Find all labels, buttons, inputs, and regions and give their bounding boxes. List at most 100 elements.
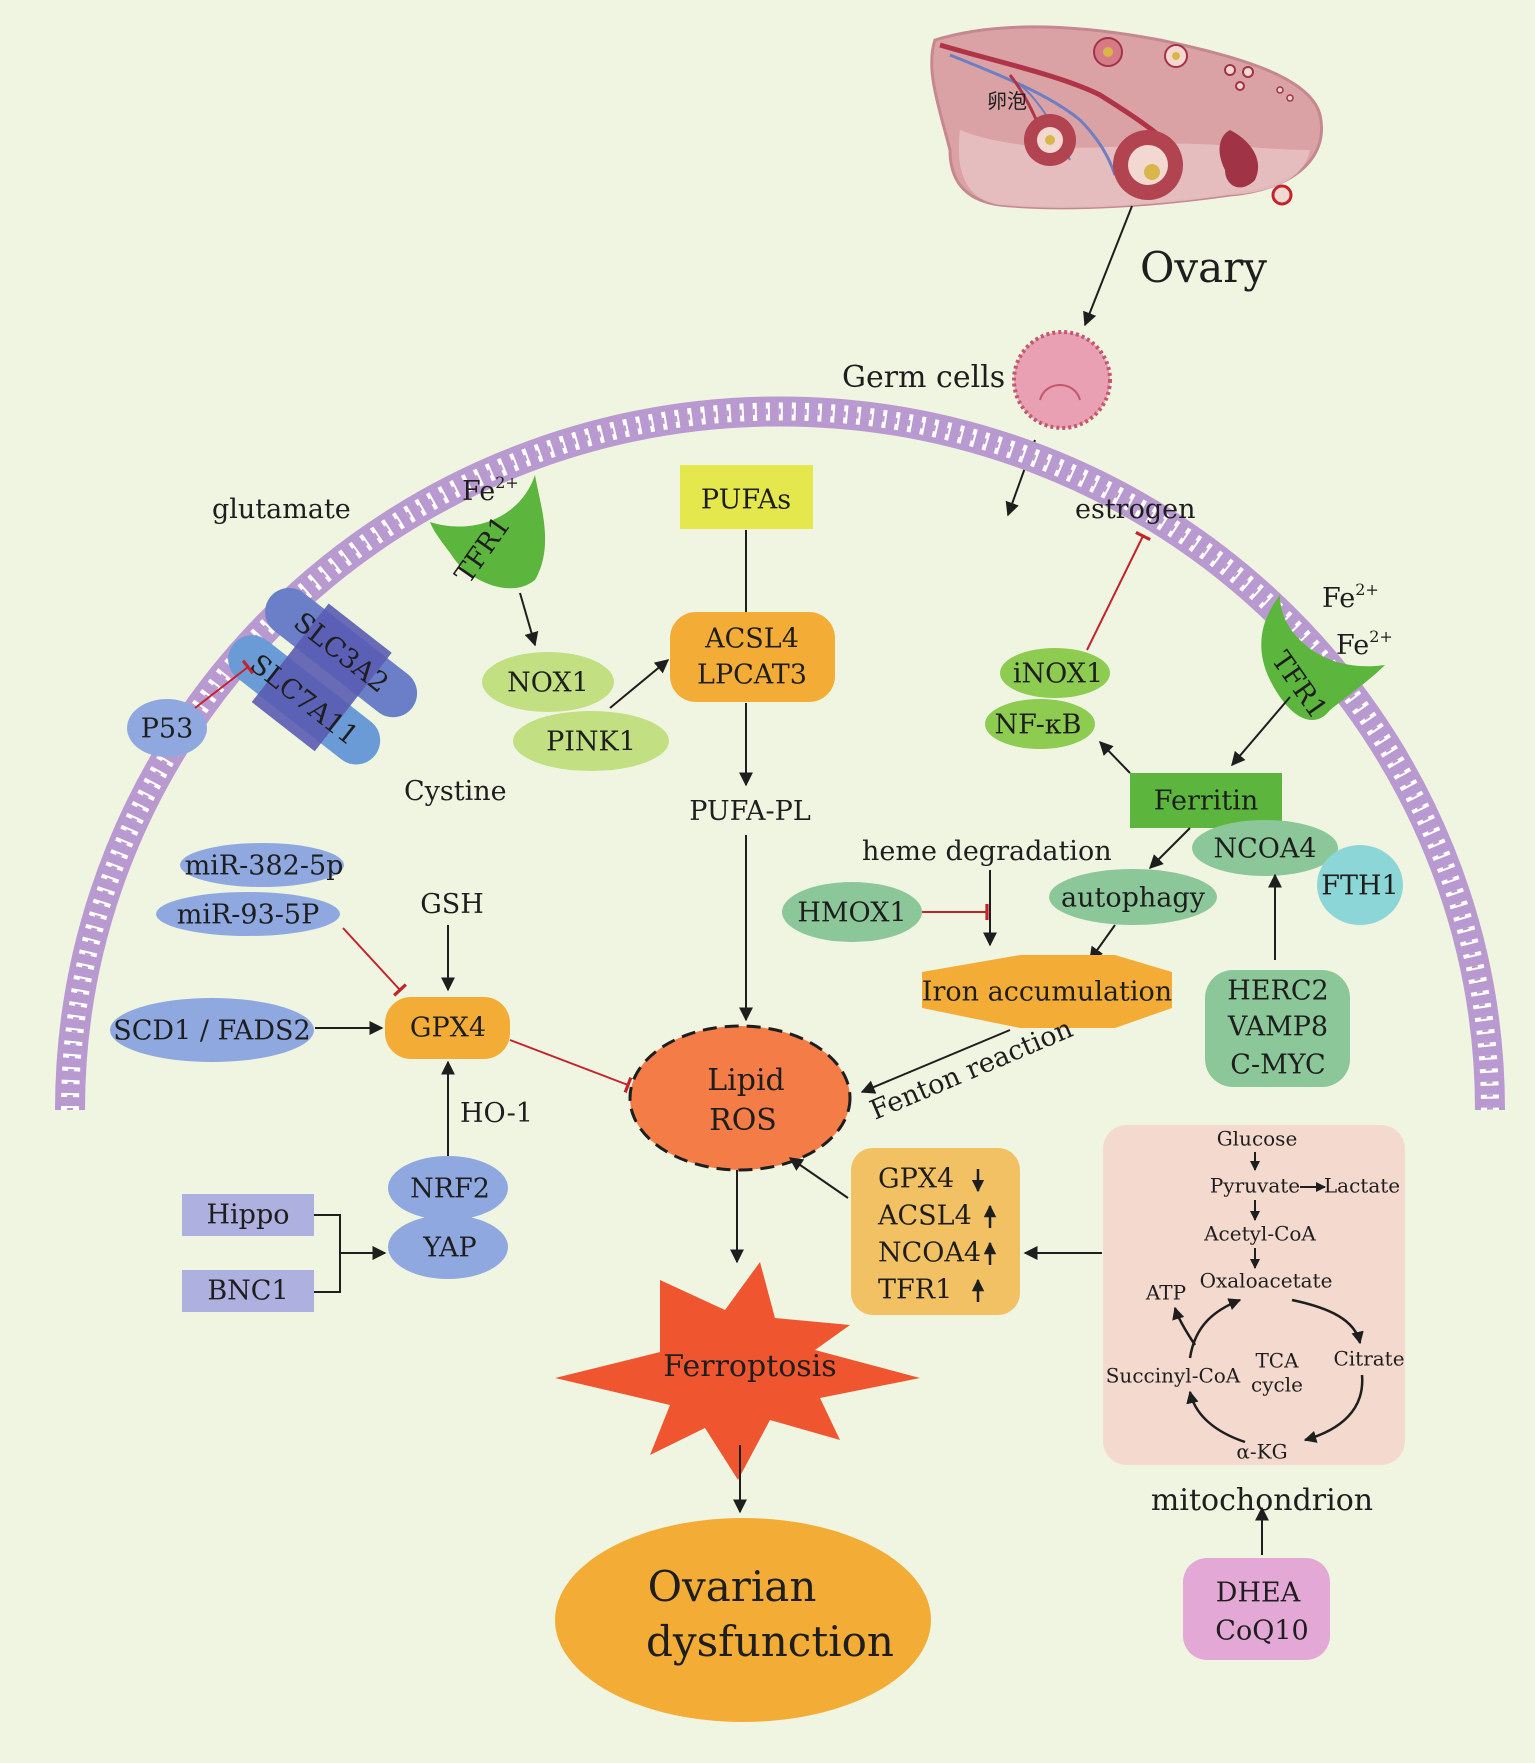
scd1-fads2-node bbox=[110, 998, 314, 1062]
nfkb-label: NF-κB bbox=[995, 710, 1082, 741]
estrogen-inhibits-inox1-line bbox=[1086, 531, 1151, 651]
mir93-inhibits-gpx4-line bbox=[342, 927, 407, 997]
fe-right-label-1: Fe2+ bbox=[1322, 580, 1379, 614]
pink1-label: PINK1 bbox=[546, 727, 636, 758]
fenton-reaction-label: Fenton reaction bbox=[866, 1013, 1078, 1126]
yap-node bbox=[388, 1215, 508, 1279]
oxaloacetate-label: Oxaloacetate bbox=[1200, 1269, 1333, 1293]
nfkb-node bbox=[985, 699, 1095, 749]
ferroptosis-star bbox=[555, 1262, 920, 1480]
hippo-bnc1-bracket bbox=[314, 1214, 341, 1293]
ferritin-to-nfkb-arrow bbox=[1099, 740, 1131, 774]
succinyl-coa-label: Succinyl-CoA bbox=[1106, 1364, 1241, 1388]
ovary-label: Ovary bbox=[1140, 243, 1267, 292]
fe-right-label-2: Fe2+ bbox=[1336, 627, 1393, 661]
ovary-chinese-label: 卵泡 bbox=[987, 89, 1027, 113]
ovary-illustration: 卵泡 bbox=[930, 25, 1323, 210]
glutamate-label: glutamate bbox=[212, 494, 351, 525]
tfr1-left-receptor: TFR1 bbox=[430, 475, 546, 589]
vamp8-label: VAMP8 bbox=[1227, 1012, 1328, 1043]
lipid-ros-node bbox=[628, 1024, 852, 1172]
gpx4-label: GPX4 bbox=[410, 1013, 486, 1044]
herc2-vamp8-cmyc-box bbox=[1205, 970, 1350, 1087]
tfr1-right-receptor: TFR1 bbox=[1261, 595, 1385, 724]
follicle bbox=[1113, 130, 1183, 200]
fe-left-label: Fe2+ bbox=[462, 473, 519, 507]
lipid-label: Lipid bbox=[707, 1063, 785, 1098]
follicle bbox=[1093, 37, 1123, 67]
atp-label: ATP bbox=[1145, 1281, 1186, 1305]
iron-accumulation-label: Iron accumulation bbox=[922, 977, 1172, 1008]
autophagy-node bbox=[1049, 869, 1217, 925]
autophagy-label: autophagy bbox=[1061, 883, 1206, 914]
autophagy-to-iron-arrow bbox=[1089, 924, 1116, 962]
lpcat3-label: LPCAT3 bbox=[697, 660, 807, 691]
scd1-fads2-label: SCD1 / FADS2 bbox=[113, 1016, 310, 1047]
p53-label: P53 bbox=[141, 714, 194, 745]
changes-to-ros-arrow bbox=[788, 1157, 849, 1199]
mir93-label: miR-93-5P bbox=[177, 900, 320, 931]
inox1-label: iNOX1 bbox=[1013, 659, 1103, 690]
pyruvate-label: Pyruvate bbox=[1210, 1174, 1300, 1198]
iron-to-ros-arrow bbox=[860, 1029, 1011, 1094]
pufas-box bbox=[680, 465, 813, 529]
tfr1-to-ferritin-arrow bbox=[1231, 696, 1291, 767]
fth1-node bbox=[1317, 845, 1403, 925]
mir382-label: miR-382-5p bbox=[185, 851, 344, 882]
tfr1-to-nox1-arrow bbox=[519, 592, 539, 647]
mir382-node bbox=[180, 843, 344, 887]
hmox1-node bbox=[782, 882, 922, 942]
hippo-box bbox=[182, 1194, 314, 1236]
ho1-label: HO-1 bbox=[460, 1098, 533, 1129]
p53-node bbox=[127, 699, 207, 757]
ovary-to-germ-arrow bbox=[1083, 205, 1133, 327]
dysfunction-label: dysfunction bbox=[646, 1617, 894, 1666]
germ-cell bbox=[1012, 330, 1112, 430]
cystine-label: Cystine bbox=[404, 776, 507, 807]
acsl4-lpcat3-box bbox=[670, 612, 835, 702]
nrf2-node bbox=[388, 1156, 508, 1220]
iron-accumulation-hexagon bbox=[922, 955, 1172, 1028]
acsl4-label: ACSL4 bbox=[704, 624, 799, 655]
estrogen-label: estrogen bbox=[1075, 494, 1196, 525]
slc-transporter: SLC3A2 SLC7A11 bbox=[228, 587, 418, 765]
nrf2-label: NRF2 bbox=[410, 1174, 490, 1205]
change-item-label: TFR1 bbox=[878, 1275, 952, 1306]
dhea-coq10-box bbox=[1183, 1558, 1330, 1660]
akg-label: α-KG bbox=[1236, 1440, 1287, 1464]
tca-cycle-arrows bbox=[1172, 1298, 1364, 1444]
cell-membrane bbox=[55, 396, 1505, 1111]
follicle bbox=[1164, 44, 1188, 68]
ncoa4-label: NCOA4 bbox=[1213, 834, 1316, 865]
gpx4-inhibits-ros-line bbox=[509, 1039, 633, 1094]
yap-label: YAP bbox=[422, 1233, 476, 1264]
cmyc-label: C-MYC bbox=[1230, 1050, 1325, 1081]
citrate-label: Citrate bbox=[1333, 1347, 1404, 1371]
mir93-node bbox=[156, 892, 340, 936]
lactate-label: Lactate bbox=[1324, 1174, 1400, 1198]
herc2-label: HERC2 bbox=[1227, 976, 1328, 1007]
germ-cells-label: Germ cells bbox=[842, 360, 1005, 395]
ncoa4-node bbox=[1192, 820, 1338, 876]
heme-degradation-label: heme degradation bbox=[862, 836, 1112, 867]
acetyl-coa-label: Acetyl-CoA bbox=[1203, 1222, 1316, 1246]
ferritin-label: Ferritin bbox=[1154, 786, 1259, 817]
pufa-pl-label: PUFA-PL bbox=[689, 796, 811, 827]
ros-label: ROS bbox=[709, 1103, 777, 1138]
change-item-label: ACSL4 bbox=[877, 1201, 972, 1232]
fth1-label: FTH1 bbox=[1321, 871, 1398, 902]
glucose-label: Glucose bbox=[1217, 1127, 1298, 1151]
bnc1-label: BNC1 bbox=[207, 1276, 288, 1307]
nox1-node bbox=[482, 652, 614, 712]
hmox1-label: HMOX1 bbox=[797, 898, 906, 929]
change-item-label: NCOA4 bbox=[878, 1238, 981, 1269]
cycle-label: cycle bbox=[1251, 1373, 1303, 1397]
dhea-label: DHEA bbox=[1216, 1578, 1301, 1609]
ferritin-to-autophagy-arrow bbox=[1149, 827, 1191, 869]
gpx4-box bbox=[385, 997, 510, 1059]
bnc1-box bbox=[182, 1270, 314, 1312]
ferritin-box bbox=[1130, 773, 1282, 828]
mitochondrion-box bbox=[1103, 1125, 1405, 1465]
nox1-label: NOX1 bbox=[507, 668, 589, 699]
